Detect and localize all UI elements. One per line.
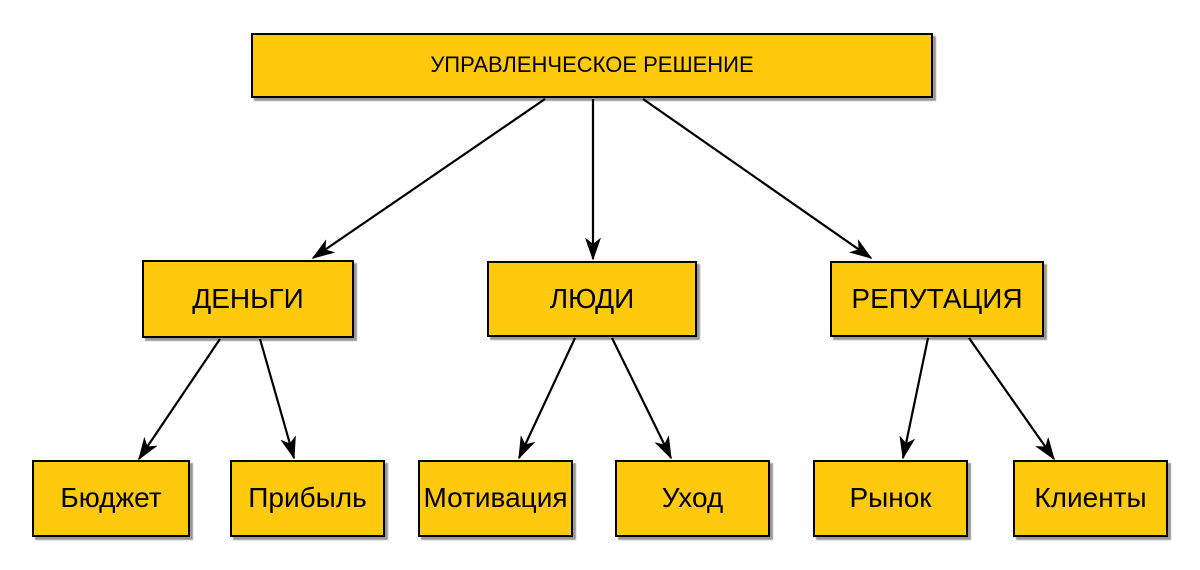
arrow-money-to-profit	[258, 338, 294, 458]
arrow-people-to-departure	[611, 337, 672, 458]
node-market: Рынок	[813, 460, 968, 537]
node-management-decision: УПРАВЛЕНЧЕСКОЕ РЕШЕНИЕ	[251, 33, 933, 98]
node-profit: Прибыль	[230, 460, 385, 537]
node-departure: Уход	[615, 460, 770, 537]
arrow-money-to-budget	[138, 338, 221, 459]
arrow-decision-to-money	[313, 98, 546, 259]
node-money: ДЕНЬГИ	[142, 260, 354, 338]
arrow-reputation-to-clients	[968, 337, 1055, 459]
arrow-reputation-to-market	[903, 337, 930, 458]
arrow-people-to-motivation	[518, 337, 576, 458]
arrow-decision-to-reputation	[642, 98, 871, 259]
node-reputation: РЕПУТАЦИЯ	[830, 261, 1044, 337]
node-motivation: Мотивация	[418, 460, 573, 537]
node-people: ЛЮДИ	[487, 261, 697, 337]
node-clients: Клиенты	[1013, 460, 1168, 537]
node-budget: Бюджет	[32, 460, 190, 537]
